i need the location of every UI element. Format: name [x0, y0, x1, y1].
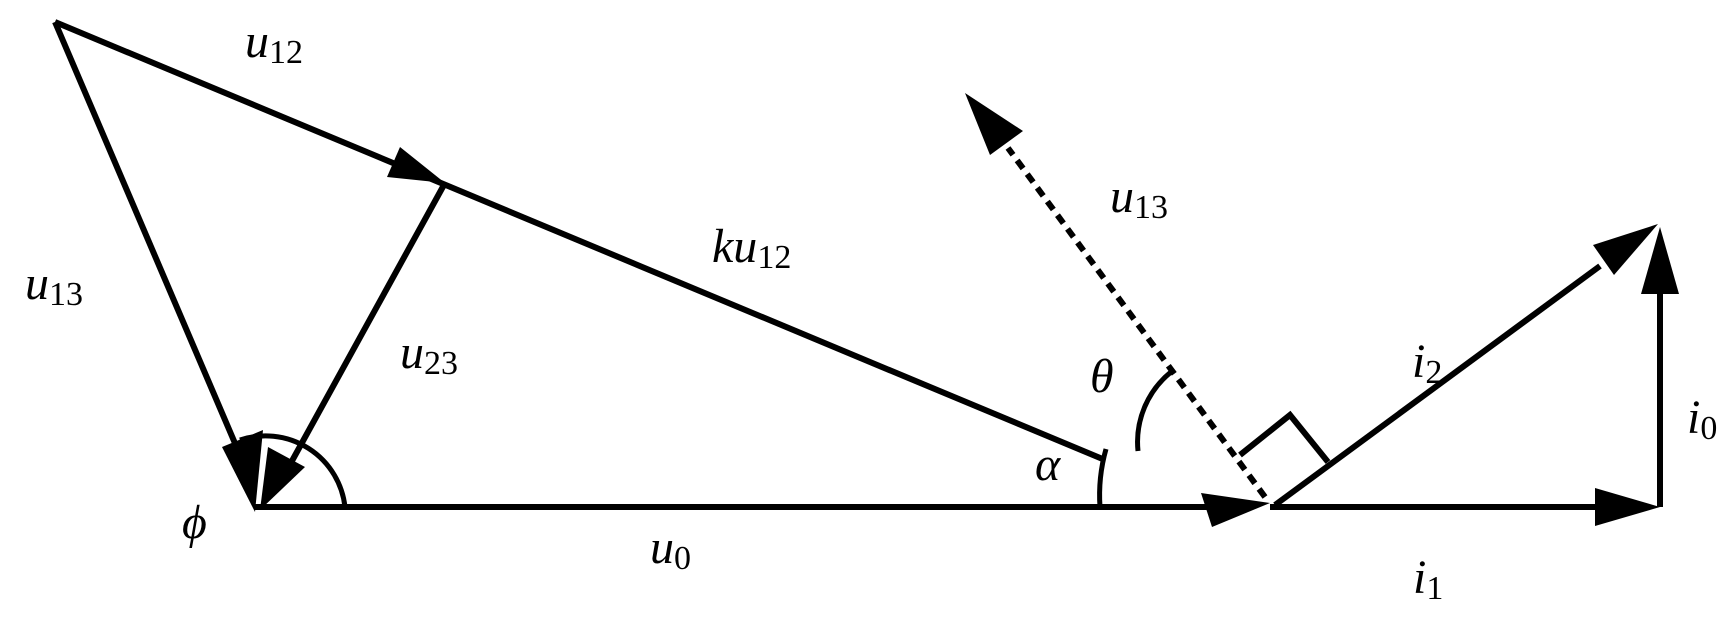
i1-arrowhead [1595, 488, 1660, 526]
right-angle-marker [1238, 410, 1331, 464]
label-phi: ϕ [182, 496, 207, 549]
label-i0: i0 [1687, 391, 1717, 447]
label-u13-dashed: u13 [1110, 170, 1168, 226]
u12-arrowhead [387, 147, 445, 183]
label-u13-left: u13 [25, 257, 83, 313]
label-i2: i2 [1412, 335, 1442, 391]
i2-vector-line [1273, 263, 1602, 508]
label-theta: θ [1090, 350, 1114, 403]
i2-arrowhead [1593, 224, 1658, 275]
label-i1: i1 [1413, 551, 1443, 607]
theta-angle-arc [1135, 370, 1173, 452]
label-alpha: α [1035, 438, 1061, 491]
phi-angle-arc [239, 433, 348, 508]
label-ku12: ku12 [712, 220, 791, 276]
label-u23: u23 [400, 326, 458, 382]
u23-vector-line [284, 181, 448, 472]
label-u0: u0 [650, 521, 691, 577]
u13-dashed-vector-line [1005, 146, 1268, 499]
label-u12-top: u12 [245, 15, 303, 71]
u23-arrowhead [260, 447, 305, 510]
u13-left-vector-line [52, 20, 243, 457]
u13-left-arrowhead [222, 430, 263, 512]
u13-dashed-arrowhead [965, 93, 1023, 155]
alpha-angle-arc [1097, 448, 1109, 508]
u12-vector-line [53, 19, 1107, 463]
i0-arrowhead [1641, 227, 1679, 294]
